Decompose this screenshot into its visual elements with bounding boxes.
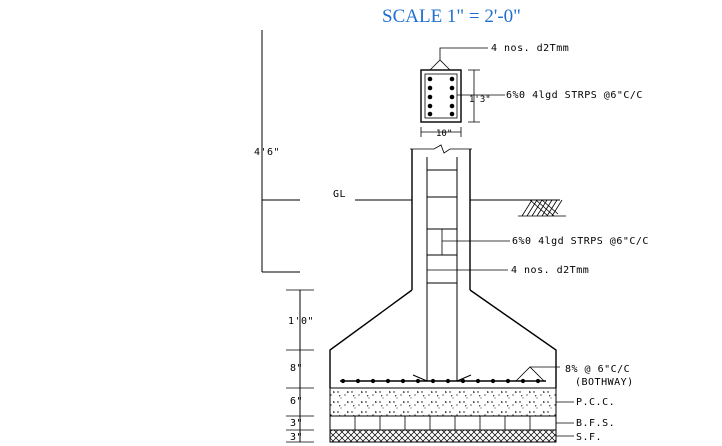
bfs-dim: 3": [290, 418, 303, 429]
bfs-label: B.F.S.: [576, 418, 615, 429]
pcc-dim: 6": [290, 396, 303, 407]
column-main-bars-label: 4 nos. d2Tmm: [511, 265, 589, 276]
sf-dim: 3": [290, 432, 303, 443]
pcc-label: P.C.C.: [576, 397, 615, 408]
footing-mesh-note: (BOTHWAY): [575, 377, 634, 388]
scale-title: SCALE 1" = 2'-0": [382, 6, 521, 27]
footing-mesh-bars: [340, 378, 541, 384]
column-elevation: 6%0 4lgd STRPS @6"C/C 4 nos. d2Tmm: [410, 144, 649, 381]
pcc-layer: [329, 387, 557, 417]
sf-layer: [329, 429, 557, 443]
bfs-layer: [329, 415, 557, 431]
footing-dimensions: 1'0" 8" 6" 3" 3": [286, 289, 314, 443]
section-main-bars: [427, 76, 455, 117]
sf-label: S.F.: [576, 432, 602, 443]
column-height-dim: 4'6": [254, 147, 280, 158]
column-cross-section: 4 nos. d2Tmm 1'3" 6%0 4lgd STRPS @6"C/C …: [420, 43, 643, 139]
base-dim: 8": [290, 363, 303, 374]
ground-hatch-symbol: [518, 199, 566, 217]
column-stirrups: [427, 169, 457, 284]
footing: 8% @ 6"C/C (BOTHWAY): [329, 289, 634, 389]
height-dimension: 4'6": [254, 30, 300, 273]
foundation-layers: P.C.C. B.F.S. S.F.: [329, 387, 615, 443]
column-stirrup-label: 6%0 4lgd STRPS @6"C/C: [512, 236, 649, 247]
ground-level: GL: [333, 189, 566, 217]
section-depth-dim: 1'3": [469, 95, 491, 105]
footing-mesh-label: 8% @ 6"C/C: [565, 364, 630, 375]
taper-dim: 1'0": [288, 316, 314, 327]
section-width-dim: 10": [436, 129, 452, 139]
ground-label: GL: [333, 189, 346, 200]
section-main-bars-label: 4 nos. d2Tmm: [491, 43, 569, 54]
section-stirrup-label: 6%0 4lgd STRPS @6"C/C: [506, 90, 643, 101]
